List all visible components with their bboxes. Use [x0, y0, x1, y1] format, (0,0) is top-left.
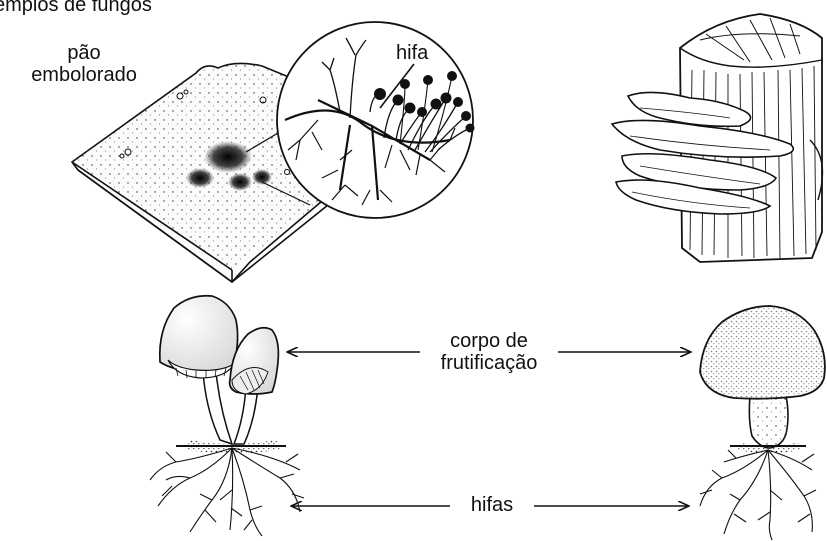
fruiting-body-line2: frutificação [404, 352, 574, 374]
hyphae-magnified-view [277, 22, 475, 218]
fruiting-body-label: corpo de frutificação [404, 330, 574, 374]
left-mushrooms [150, 296, 304, 536]
shelf-fungus-stump [612, 14, 823, 262]
bread-label-line2: embolorado [4, 64, 164, 86]
arrows [288, 352, 690, 506]
hypha-label: hifa [396, 42, 428, 64]
right-mushroom [700, 306, 825, 540]
hyphae-label: hifas [452, 494, 532, 516]
fruiting-body-line1: corpo de [404, 330, 574, 352]
bread-label: pão embolorado [4, 42, 164, 86]
bread-label-line1: pão [4, 42, 164, 64]
page-title: emplos de fungos [0, 0, 152, 16]
